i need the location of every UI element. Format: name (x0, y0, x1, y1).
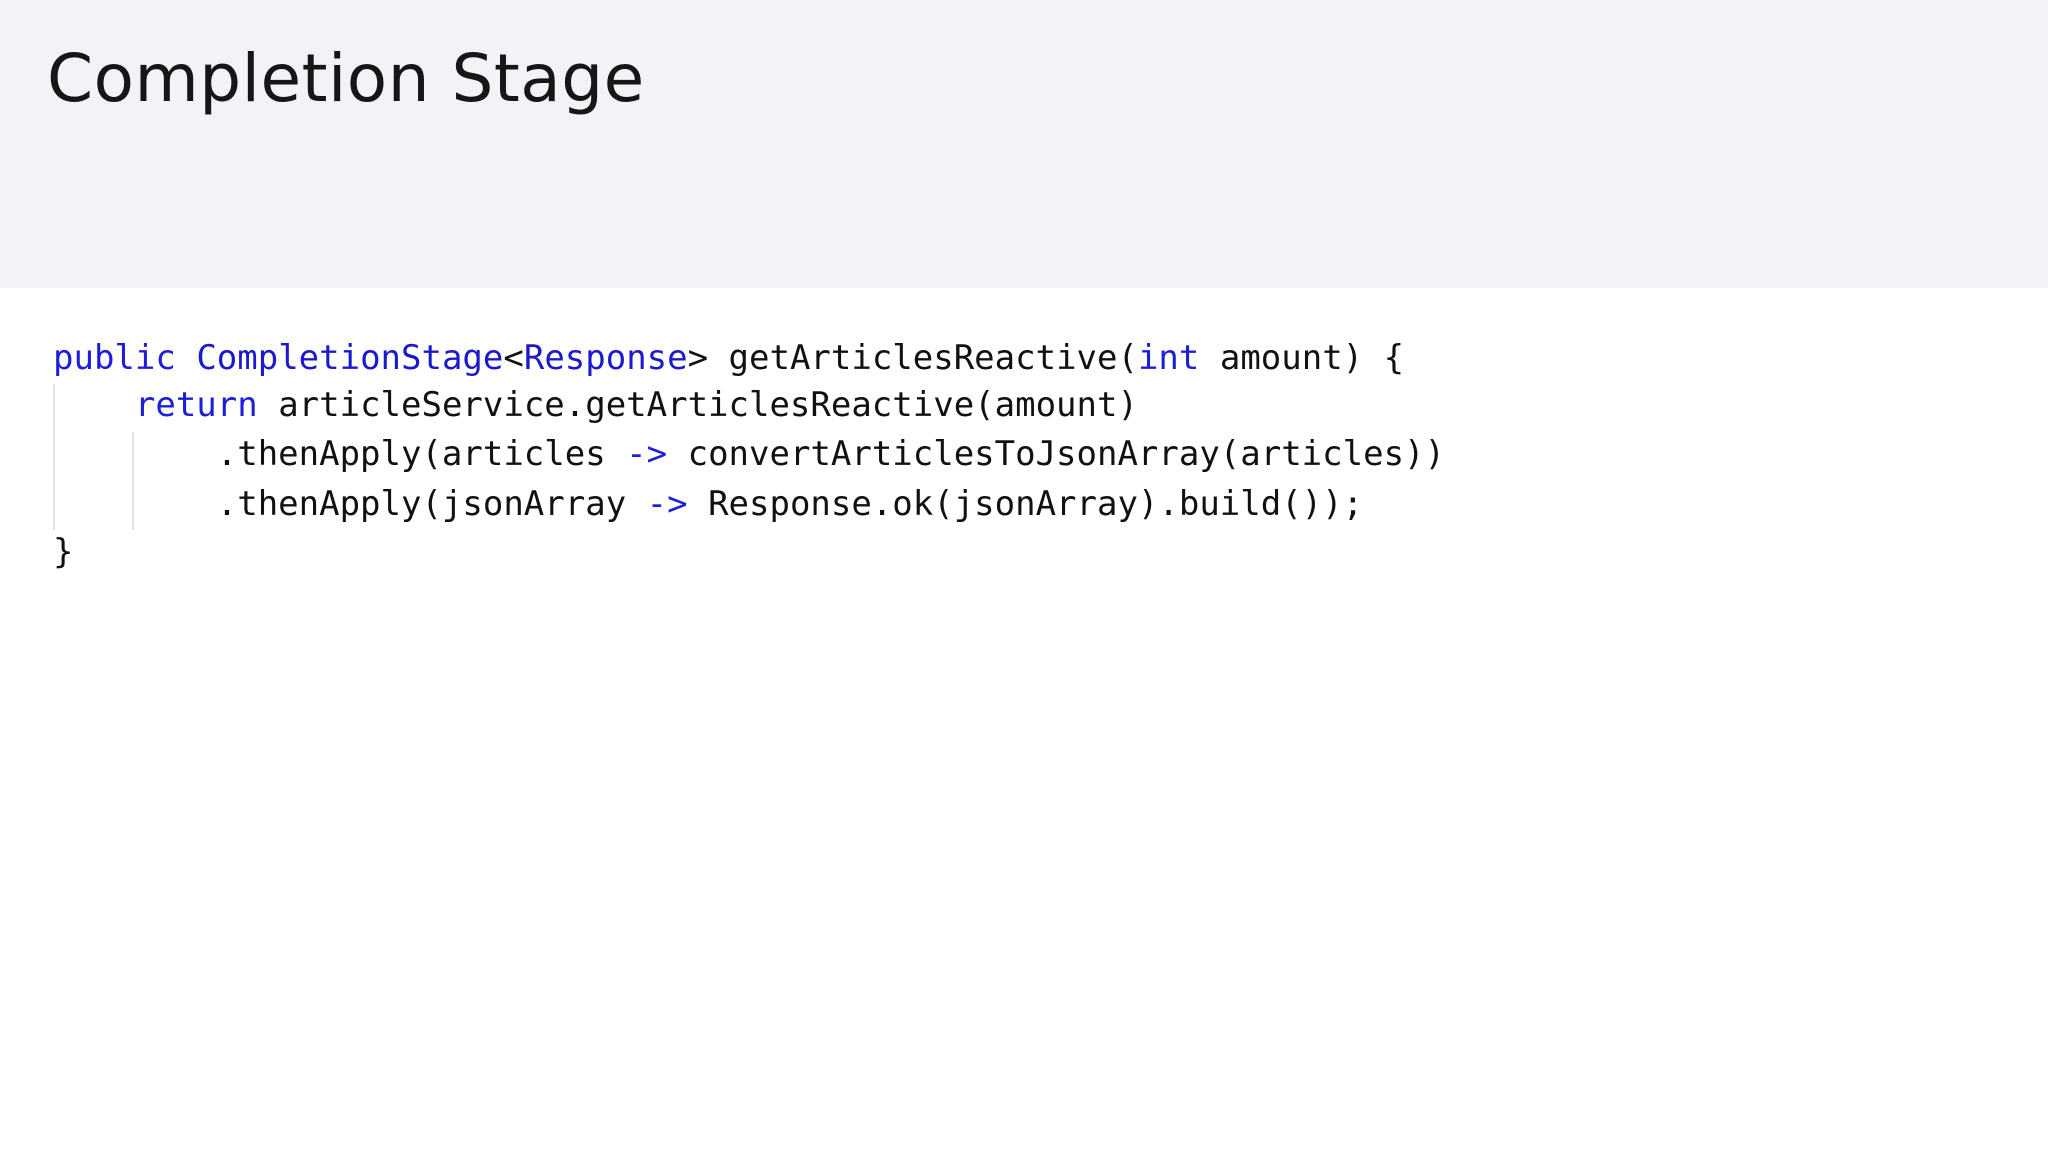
then-apply-articles: .thenApply(articles (216, 434, 627, 474)
type-completion-stage: CompletionStage (196, 338, 504, 378)
code-line-3: .thenApply(articles -> convertArticlesTo… (53, 430, 1445, 478)
keyword-return: return (134, 385, 258, 425)
lambda-arrow: -> (626, 434, 668, 474)
code-line-5: } (53, 528, 73, 576)
service-call: articleService.getArticlesReactive(amoun… (257, 385, 1138, 425)
code-line-4: .thenApply(jsonArray -> Response.ok(json… (53, 480, 1363, 528)
generic-open: < (503, 338, 524, 378)
code-block: public CompletionStage<Response> getArti… (53, 334, 1445, 894)
type-response: Response (523, 338, 688, 378)
slide-header: Completion Stage (0, 0, 2048, 288)
indent (53, 385, 135, 425)
convert-call: convertArticlesToJsonArray(articles)) (667, 434, 1445, 474)
keyword-public: public (53, 338, 176, 378)
code-line-1: public CompletionStage<Response> getArti… (53, 334, 1404, 382)
params-tail: amount) { (1199, 338, 1405, 378)
indent (53, 484, 217, 524)
code-line-2: return articleService.getArticlesReactiv… (53, 381, 1138, 429)
closing-brace: } (53, 532, 74, 572)
indent-guide-outer (53, 384, 55, 530)
method-signature: > getArticlesReactive( (687, 338, 1138, 378)
indent-guide-inner (132, 432, 134, 530)
slide-title: Completion Stage (47, 40, 645, 117)
then-apply-json-array: .thenApply(jsonArray (216, 484, 647, 524)
response-build-call: Response.ok(jsonArray).build()); (687, 484, 1364, 524)
keyword-int: int (1137, 338, 1200, 378)
lambda-arrow: -> (646, 484, 688, 524)
indent (53, 434, 217, 474)
